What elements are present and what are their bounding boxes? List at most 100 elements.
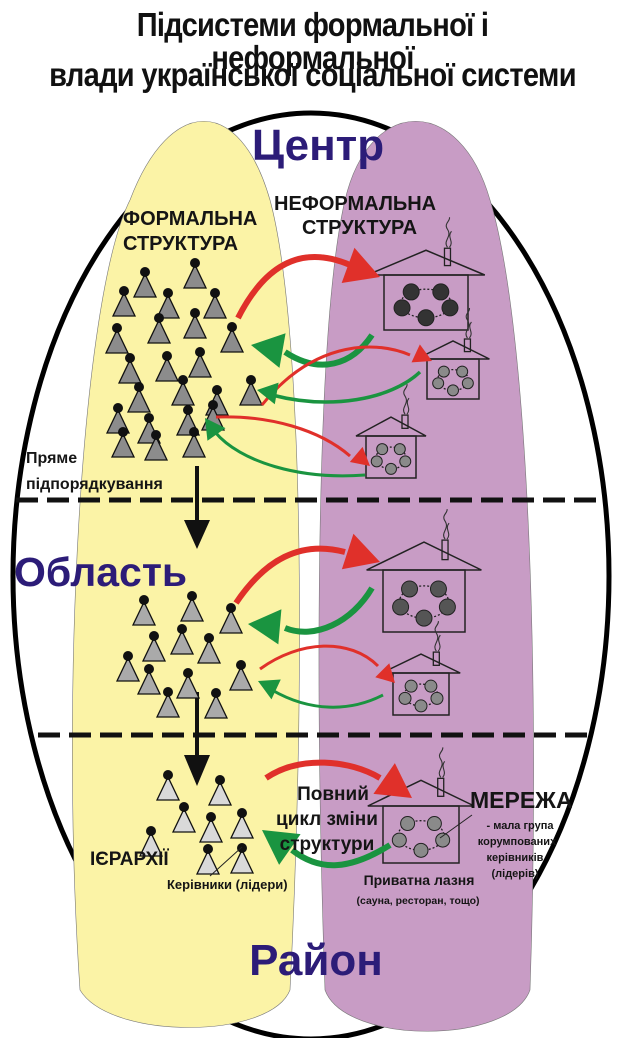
red-arrow	[235, 247, 380, 320]
network-member	[417, 309, 435, 327]
house-body	[382, 569, 466, 633]
green-arrow	[262, 830, 392, 869]
informal-label-1: НЕФОРМАЛЬНА	[274, 193, 436, 215]
chimney	[437, 777, 445, 797]
person-figure	[218, 603, 244, 634]
green-arrow	[258, 679, 384, 709]
person-figure	[203, 688, 229, 719]
network-member	[414, 699, 428, 713]
red-arrow	[259, 644, 395, 683]
formal-label-1: ФОРМАЛЬНА	[123, 208, 257, 230]
bathhouse	[366, 217, 486, 331]
formal-structure-region	[72, 120, 300, 1028]
house-body	[426, 358, 480, 400]
chimney	[432, 651, 440, 666]
person-figure	[115, 651, 141, 682]
person-figure	[179, 591, 205, 622]
person-figure	[207, 775, 233, 806]
network-member	[413, 842, 429, 858]
network-member	[435, 832, 451, 848]
bathhouse	[366, 508, 482, 633]
person-figure	[155, 687, 181, 718]
person-figure	[146, 313, 172, 344]
person-figure	[117, 353, 143, 384]
network-member	[437, 365, 450, 378]
person-figure	[155, 288, 181, 319]
green-arrow	[248, 586, 375, 645]
network-member	[393, 299, 411, 317]
person-figure	[154, 351, 180, 382]
level-rayon: Район	[249, 936, 383, 985]
hierarchy-label: ІЄРАРХІЇ	[90, 849, 169, 870]
smoke-icon	[445, 217, 452, 248]
network-member	[447, 384, 459, 397]
person-figure	[110, 427, 136, 458]
cycle-label-3: структури	[280, 834, 375, 855]
bath-label-2: (сауна, ресторан, тощо)	[356, 895, 479, 907]
network-member	[399, 455, 412, 468]
network-member	[456, 365, 469, 378]
network-desc-1: - мала група	[486, 820, 554, 832]
network-member	[393, 443, 406, 456]
person-figure	[228, 660, 254, 691]
network-title: МЕРЕЖА	[470, 787, 573, 813]
green-arrow	[205, 418, 366, 478]
bathhouse	[381, 620, 461, 716]
bathhouse	[416, 307, 490, 400]
person-figure	[170, 375, 196, 406]
network-pointer	[439, 814, 473, 839]
person-figure	[141, 631, 167, 662]
level-center: Центр	[252, 121, 384, 170]
cycle-label-1: Повний	[297, 784, 369, 805]
house-body	[392, 672, 450, 716]
network-member	[441, 299, 459, 317]
person-figure	[155, 770, 181, 801]
title-line-2: влади української соціальної системи	[49, 56, 576, 93]
smoke-icon	[465, 307, 472, 339]
chimney	[401, 414, 409, 429]
person-figure	[143, 430, 169, 461]
bathhouse	[367, 747, 475, 864]
person-figure	[229, 808, 255, 839]
red-arrow	[233, 533, 380, 605]
level-oblast: Область	[14, 549, 187, 595]
leaders-pointer	[209, 846, 243, 877]
smoke-icon	[434, 620, 441, 652]
person-figure	[111, 286, 137, 317]
person-figure	[182, 308, 208, 339]
arrows-group	[205, 247, 432, 869]
chimney	[463, 338, 472, 353]
person-figure	[171, 802, 197, 833]
person-figure	[196, 633, 222, 664]
person-figure	[138, 826, 164, 857]
title-line-1: Підсистеми формальної і неформальної	[136, 6, 489, 76]
network-member	[461, 377, 474, 390]
smoke-icon	[438, 747, 446, 778]
subordination-arrow-2	[184, 692, 210, 786]
person-figure	[238, 375, 264, 406]
network-member	[426, 816, 442, 832]
leaders-label: Керівники (лідери)	[167, 877, 288, 892]
network-member	[430, 691, 444, 705]
cycle-label-2: цикл зміни	[276, 809, 378, 830]
houses-group	[355, 217, 490, 864]
person-figure	[182, 258, 208, 289]
bathhouse	[355, 383, 427, 479]
person-figure	[136, 664, 162, 695]
subordination-arrow-1	[184, 466, 210, 549]
network-member	[385, 462, 397, 475]
network-member	[429, 580, 447, 598]
person-figure	[195, 844, 221, 875]
house-body	[382, 805, 460, 864]
chimney	[441, 539, 449, 561]
network-member	[376, 443, 389, 456]
network-member	[415, 609, 433, 627]
formal-label-2: СТРУКТУРА	[123, 233, 238, 255]
network-desc-4: (лідерів)	[491, 868, 538, 880]
network-member	[398, 691, 412, 705]
green-arrow	[251, 333, 375, 368]
network-member	[392, 598, 410, 616]
red-arrow	[260, 344, 432, 406]
network-member	[391, 832, 407, 848]
